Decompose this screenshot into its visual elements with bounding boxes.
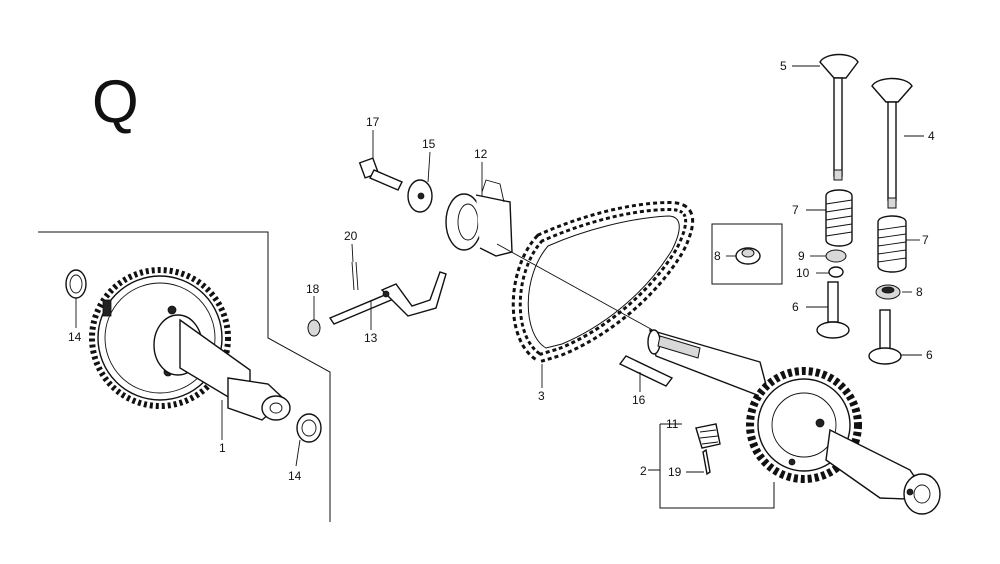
pin-19 xyxy=(702,448,711,476)
callout-9: 9 xyxy=(798,249,805,263)
chain-tensioner-12 xyxy=(445,179,513,257)
key-16 xyxy=(618,355,674,387)
callout-6-right: 6 xyxy=(926,348,933,362)
callout-2: 2 xyxy=(640,464,647,478)
assembly-axis xyxy=(496,243,659,334)
timing-chain-3 xyxy=(511,200,694,364)
callout-8-right: 8 xyxy=(916,285,923,299)
leader-lines xyxy=(75,65,924,473)
seal-10 xyxy=(828,266,844,278)
callout-10: 10 xyxy=(796,266,810,280)
callout-7-right: 7 xyxy=(922,233,929,247)
bracket-2 xyxy=(648,423,775,509)
inset-box-8 xyxy=(711,223,783,285)
callout-7-left: 7 xyxy=(792,203,799,217)
tappet-6-left xyxy=(816,281,850,339)
lever-13 xyxy=(328,271,447,325)
callout-16: 16 xyxy=(632,393,646,407)
washer-14-upper xyxy=(65,269,87,299)
washer-14-lower xyxy=(296,413,322,443)
spring-7-right xyxy=(877,215,907,273)
callout-20: 20 xyxy=(344,229,358,243)
weight-11 xyxy=(695,423,721,449)
section-letter: Q xyxy=(92,68,139,135)
callout-18: 18 xyxy=(306,282,320,296)
callout-5: 5 xyxy=(780,59,787,73)
pin-20 xyxy=(351,261,359,291)
retainer-9 xyxy=(825,249,847,263)
callout-11: 11 xyxy=(666,417,679,431)
callout-17: 17 xyxy=(366,115,380,129)
callout-13: 13 xyxy=(364,331,378,345)
callout-3: 3 xyxy=(538,389,545,403)
bolt-17 xyxy=(358,157,403,191)
callout-6-left: 6 xyxy=(792,300,799,314)
callout-19: 19 xyxy=(668,465,682,479)
camshaft-sprocket-assembly xyxy=(647,328,941,515)
camshaft-gear-assembly xyxy=(89,267,291,421)
tappet-6-right xyxy=(868,309,902,365)
washer-18 xyxy=(307,319,321,337)
callout-14-left: 14 xyxy=(68,330,82,344)
callout-12: 12 xyxy=(474,147,488,161)
spring-7-left xyxy=(825,189,853,247)
callout-labels: 1 2 3 4 5 6 6 7 7 8 8 9 10 11 12 13 14 1… xyxy=(68,59,935,483)
retainer-8-lower xyxy=(875,284,901,300)
callout-15: 15 xyxy=(422,137,436,151)
callout-4: 4 xyxy=(928,129,935,143)
callout-1: 1 xyxy=(219,441,226,455)
callout-14-bottom: 14 xyxy=(288,469,302,483)
valve-5 xyxy=(819,53,859,181)
case-outline xyxy=(38,231,331,522)
washer-15 xyxy=(407,179,433,213)
callout-8-inset: 8 xyxy=(714,249,721,263)
valve-4 xyxy=(871,77,913,209)
